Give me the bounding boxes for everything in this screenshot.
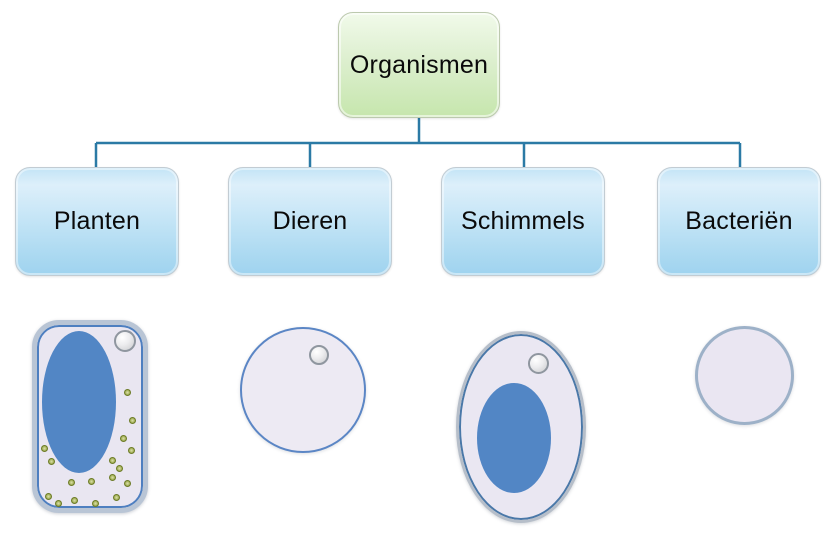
node-schimmels: Schimmels — [441, 167, 605, 276]
node-organismen: Organismen — [338, 12, 500, 118]
bacterium-cell-illustration — [695, 326, 794, 425]
animal-cell-illustration — [240, 327, 366, 453]
node-organismen-label: Organismen — [349, 50, 489, 79]
plant-cell-illustration — [32, 320, 148, 513]
plant-nucleus — [114, 330, 136, 352]
node-schimmels-label: Schimmels — [460, 207, 586, 235]
node-planten: Planten — [15, 167, 179, 276]
node-bacterien: Bacteriën — [657, 167, 821, 276]
fungal-vacuole — [477, 383, 551, 493]
plant-vacuole — [42, 331, 116, 473]
node-planten-label: Planten — [53, 207, 141, 235]
node-dieren: Dieren — [228, 167, 392, 276]
fungal-cell-illustration — [456, 331, 586, 523]
node-dieren-label: Dieren — [272, 207, 348, 235]
animal-nucleus — [309, 345, 329, 365]
node-bacterien-label: Bacteriën — [685, 207, 793, 235]
fungal-nucleus — [527, 352, 549, 374]
